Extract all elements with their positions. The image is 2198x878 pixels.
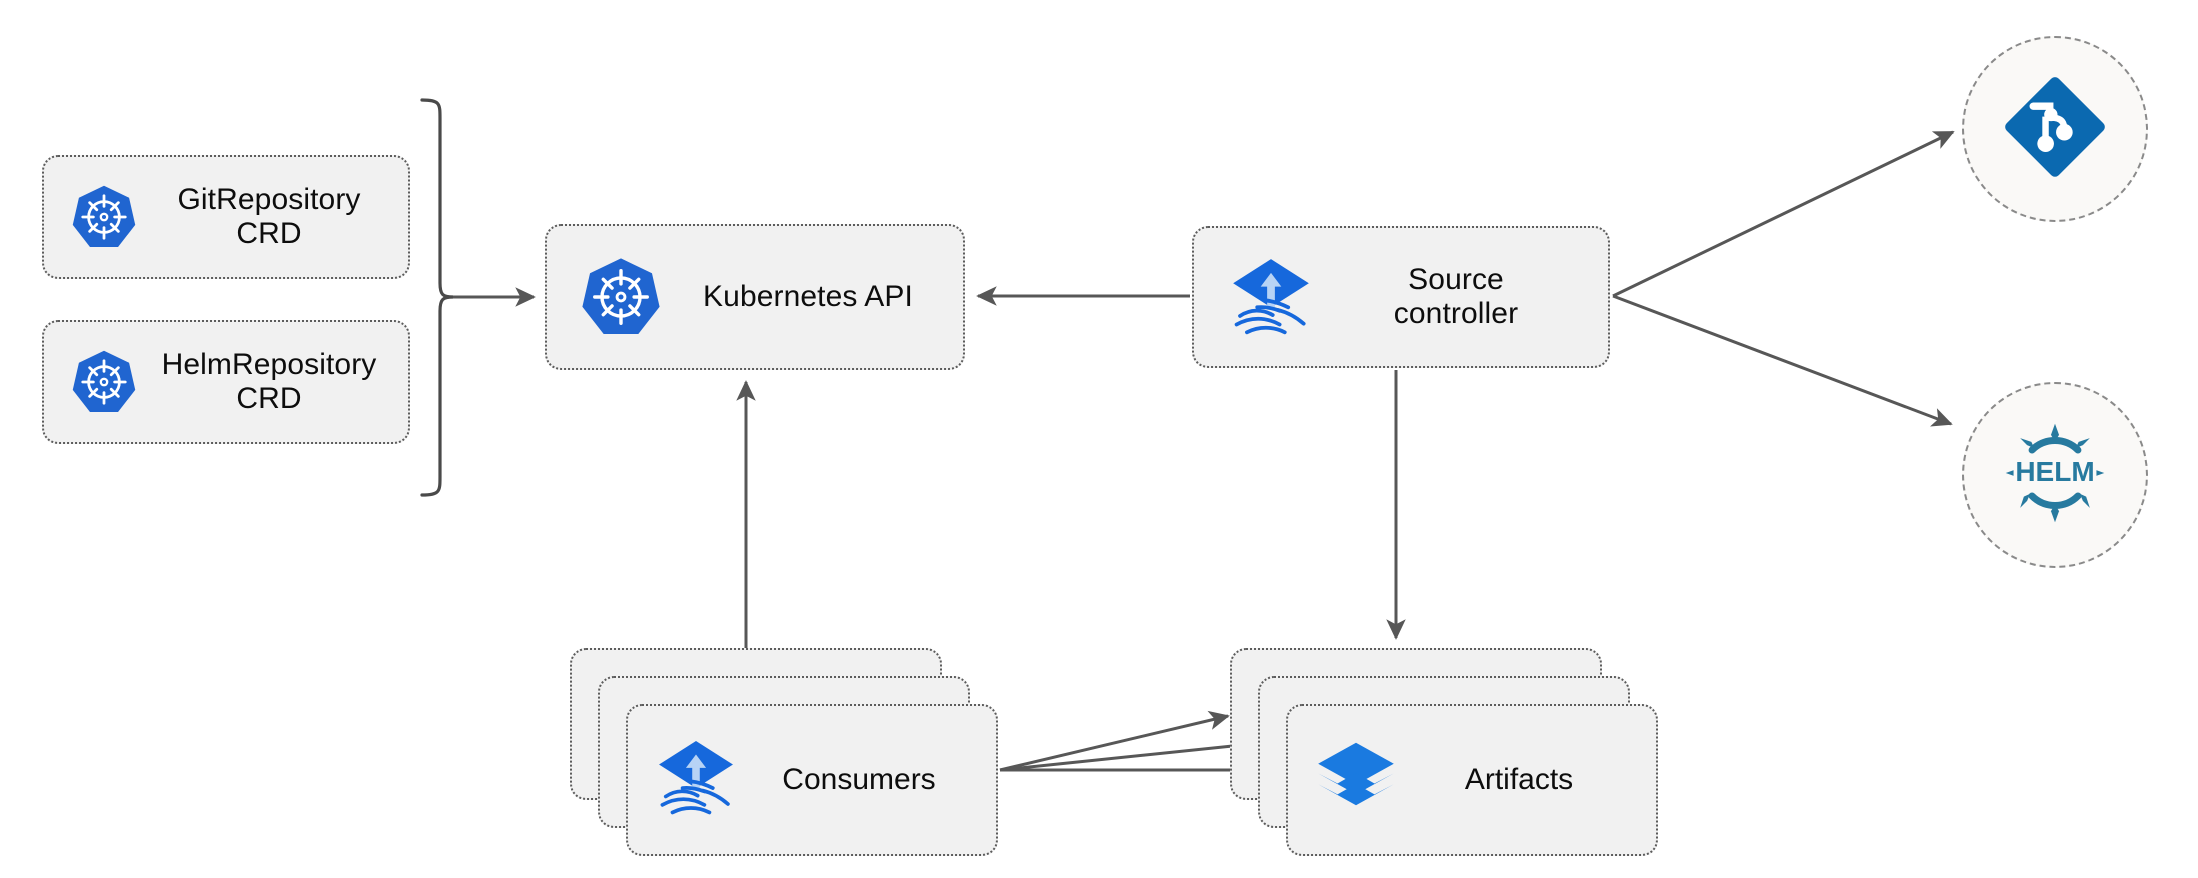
kubernetes-icon [70,183,138,251]
artifacts-stack-card-front[interactable]: Artifacts [1286,704,1658,856]
node-git-provider[interactable] [1962,36,2148,222]
node-label: Source controller [1393,263,1519,330]
node-label: Kubernetes API [703,280,913,314]
consumers-stack-card-front[interactable]: Consumers [626,704,998,856]
node-helmrepository-crd[interactable]: HelmRepository CRD [42,320,410,444]
node-label: HelmRepository CRD [161,348,377,415]
kubernetes-icon [70,348,138,416]
crd-group-bracket [420,98,454,497]
node-label: Artifacts [1464,763,1574,796]
node-source-controller[interactable]: Source controller [1192,226,1610,368]
node-label: Consumers [782,763,936,796]
kubernetes-icon [579,255,663,339]
helm-icon: HELM [1999,417,2111,534]
wire-source-controller-to-git [1612,130,1955,298]
wire-consumers-to-artifacts-2 [999,736,1254,772]
node-consumers[interactable]: Consumers [570,648,1000,858]
flux-icon [654,736,738,825]
flux-icon [1228,254,1314,340]
node-label: GitRepository CRD [177,183,361,250]
node-gitrepository-crd[interactable]: GitRepository CRD [42,155,410,279]
node-helm-provider[interactable]: HELM [1962,382,2148,568]
helm-wordmark: HELM [2015,456,2094,487]
node-kubernetes-api[interactable]: Kubernetes API [545,224,965,370]
layers-icon [1314,736,1398,825]
wire-consumers-to-artifacts-1 [999,710,1230,772]
node-artifacts[interactable]: Artifacts [1230,648,1660,858]
wire-source-controller-to-helm [1612,294,1953,427]
git-icon [2003,75,2107,184]
